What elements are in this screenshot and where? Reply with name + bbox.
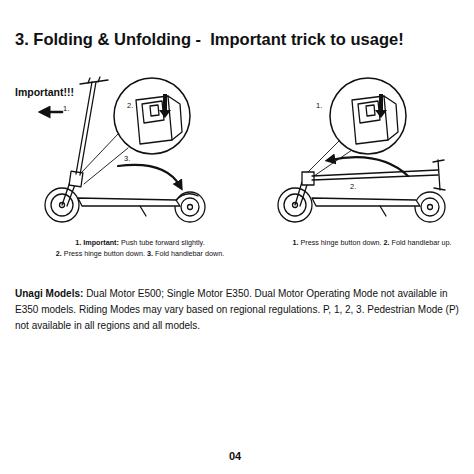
step-number: 2. xyxy=(384,238,390,247)
models-note: Unagi Models:Dual Motor E500; Single Mot… xyxy=(15,286,461,334)
page-number: 04 xyxy=(229,450,241,462)
note-heading: Unagi Models: xyxy=(15,288,83,299)
step-text: Press hinge button down. xyxy=(64,249,145,258)
callout-note: Important!!! xyxy=(15,86,74,98)
step-number: 1. Important: xyxy=(75,238,119,247)
callout-number: 3. xyxy=(124,154,130,163)
step-number: 1. xyxy=(292,238,298,247)
step-number: 3. xyxy=(147,249,153,258)
figure-caption: 1. Important:Push tube forward slightly. xyxy=(75,238,204,247)
callout-number: 2. xyxy=(350,182,356,191)
callout-number: 1. xyxy=(316,101,322,110)
callout-number: 2. xyxy=(127,101,133,110)
callout-number: 1. xyxy=(63,104,69,113)
step-number: 2. xyxy=(56,249,62,258)
step-text: Push tube forward slightly. xyxy=(121,238,205,247)
step-text: Fold handlebar down. xyxy=(155,249,224,258)
page-title: 3. Folding & Unfolding - Important trick… xyxy=(15,30,404,49)
step-text: Fold handlebar up. xyxy=(392,238,452,247)
figure-caption: 2.Press hinge button down.3.Fold handleb… xyxy=(56,249,224,258)
step-text: Press hinge button down. xyxy=(300,238,381,247)
figure-caption: 1.Press hinge button down.2.Fold handleb… xyxy=(292,238,451,247)
